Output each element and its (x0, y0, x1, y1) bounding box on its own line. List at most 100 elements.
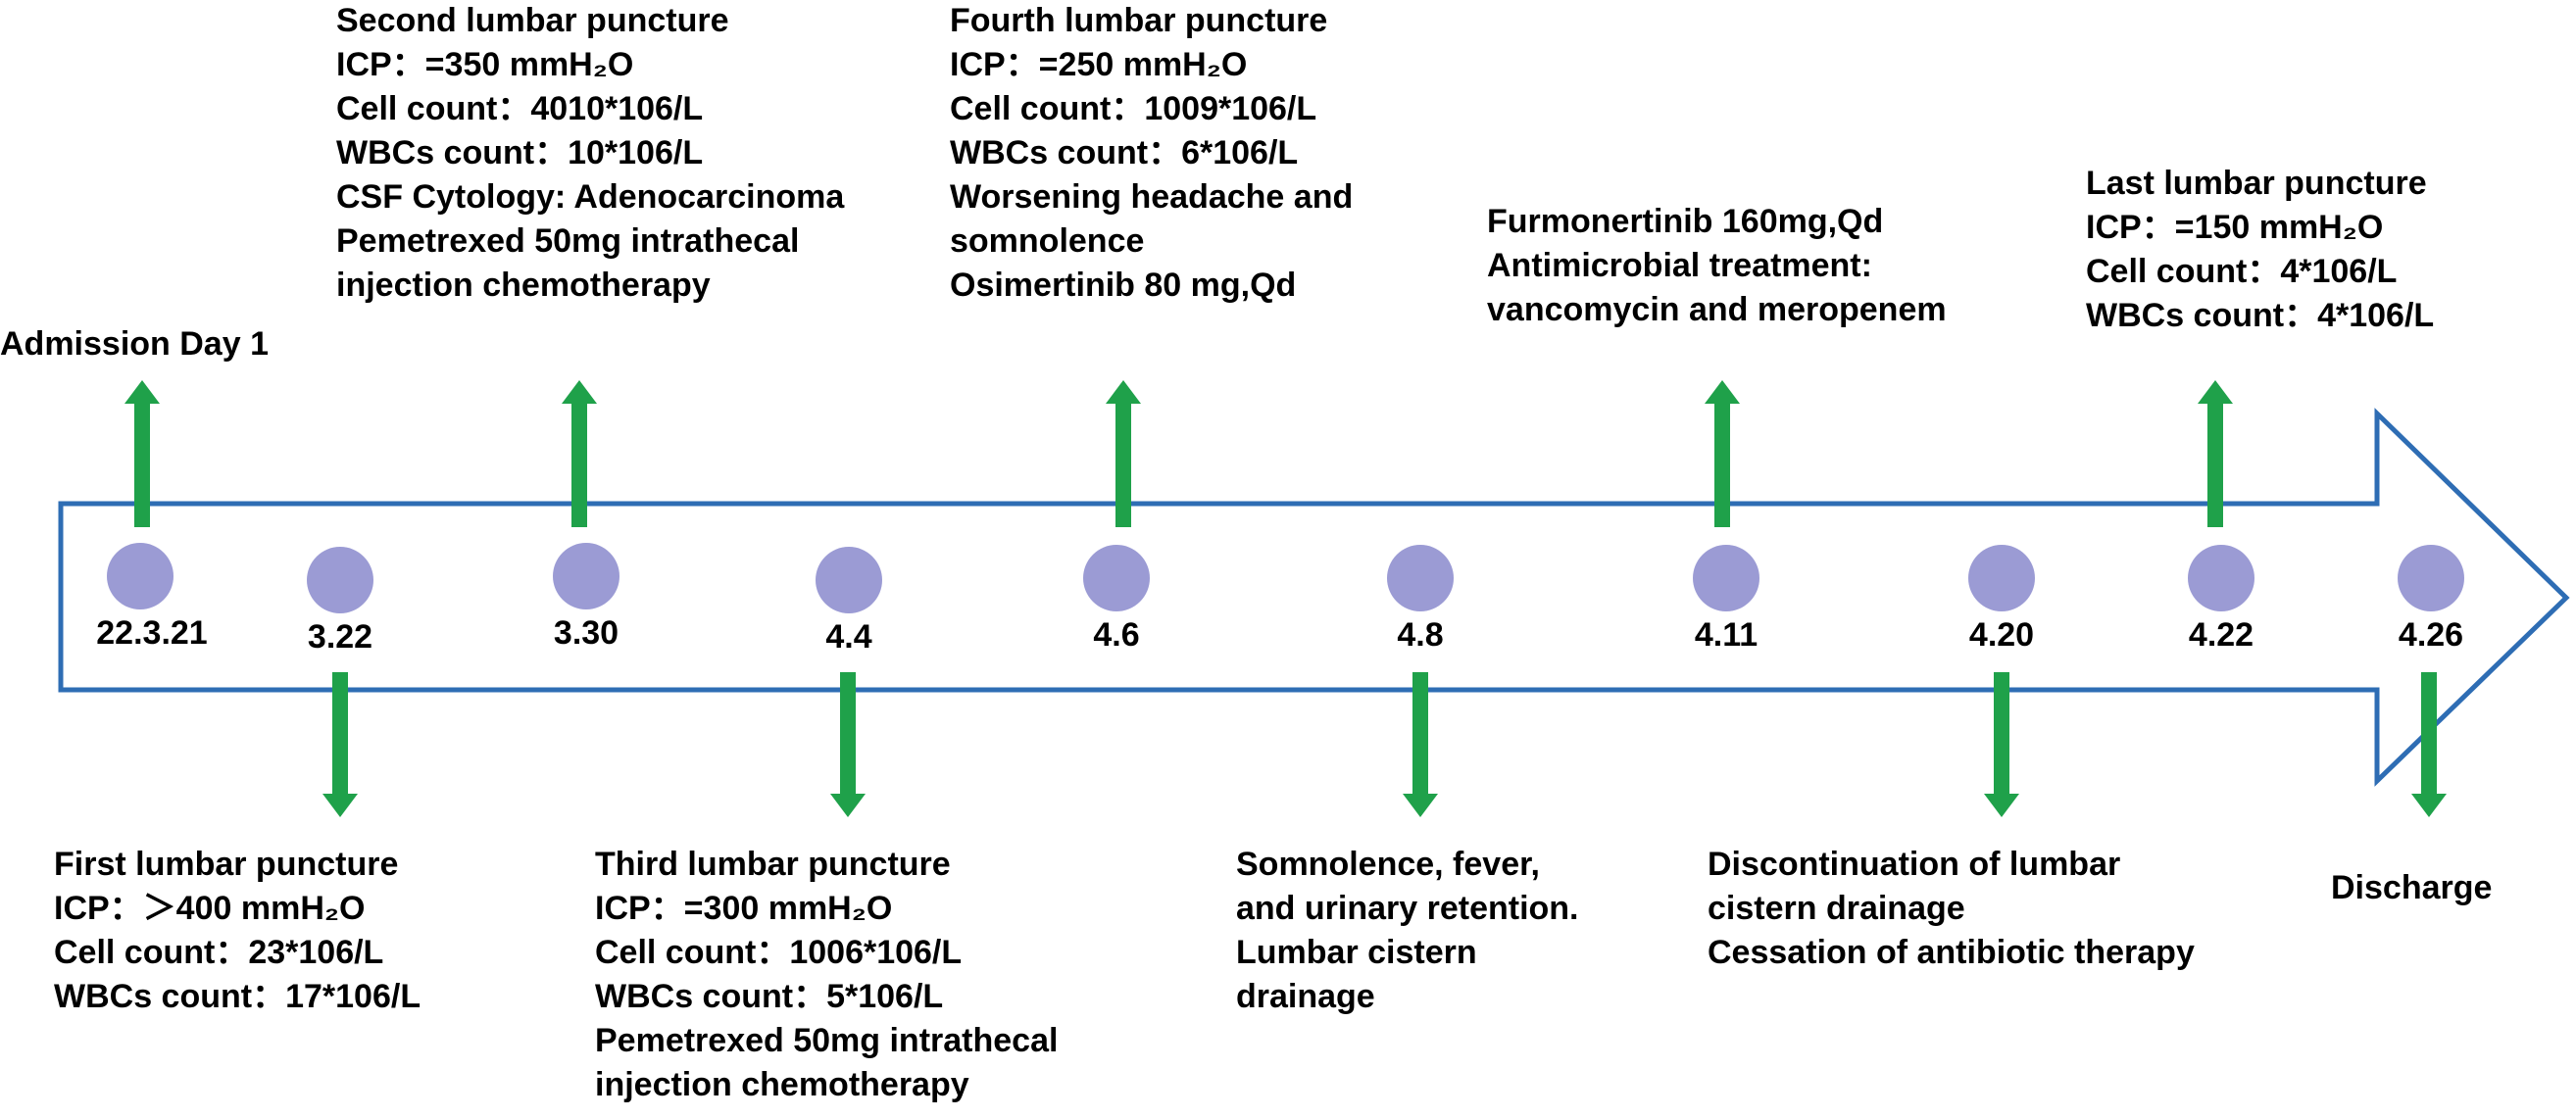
pointer-arrow-head (1403, 794, 1438, 817)
pointer-arrow-shaft (332, 672, 348, 796)
pointer-arrow-down (1403, 672, 1438, 817)
timeline-marker (307, 547, 373, 613)
date-label: 4.22 (2189, 616, 2254, 654)
annotation-line: Fourth lumbar puncture (950, 2, 1327, 39)
timeline-marker (1693, 545, 1759, 611)
annotation-line: Last lumbar puncture (2086, 165, 2427, 202)
event-annotation: Discharge (2331, 869, 2492, 906)
pointer-arrow-head (2411, 794, 2447, 817)
annotation-line: WBCs count：5*106/L (595, 978, 943, 1015)
pointer-arrow-up (2198, 380, 2233, 527)
pointer-arrow-up (1705, 380, 1740, 527)
pointer-arrow-head (2198, 380, 2233, 404)
annotation-line: ICP：＞400 mmH₂O (54, 890, 365, 927)
annotation-line: cistern drainage (1708, 890, 1965, 927)
annotation-line: Pemetrexed 50mg intrathecal (336, 222, 799, 260)
annotation-line: CSF Cytology: Adenocarcinoma (336, 178, 845, 216)
timeline-marker (2188, 545, 2254, 611)
pointer-arrow-shaft (1994, 672, 2009, 796)
annotation-line: Discontinuation of lumbar (1708, 846, 2120, 883)
pointer-arrow-shaft (134, 402, 150, 527)
annotation-line: ICP：=150 mmH₂O (2086, 209, 2383, 246)
pointer-arrow-shaft (1714, 402, 1730, 527)
pointer-arrow-head (830, 794, 866, 817)
timeline-marker (816, 547, 882, 613)
event-0: 22.3.21 Admission Day 1 (0, 325, 269, 652)
annotation-line: Worsening headache and (950, 178, 1353, 216)
date-label: 4.20 (1969, 616, 2034, 654)
pointer-arrow-head (1106, 380, 1141, 404)
pointer-arrow-head (1705, 380, 1740, 404)
annotation-line: ICP：=300 mmH₂O (595, 890, 892, 927)
pointer-arrow-shaft (571, 402, 587, 527)
date-label: 4.11 (1695, 616, 1758, 654)
annotation-line: Discharge (2331, 869, 2492, 906)
date-label: 4.6 (1093, 616, 1139, 654)
annotation-line: Somnolence, fever, (1236, 846, 1540, 883)
pointer-arrow-down (322, 672, 358, 817)
event-annotation: Discontinuation of lumbar cistern drainag… (1708, 846, 2195, 971)
annotation-line: Third lumbar puncture (595, 846, 951, 883)
pointer-arrow-shaft (1412, 672, 1428, 796)
pointer-arrow-shaft (840, 672, 856, 796)
date-label: 4.26 (2399, 616, 2463, 654)
annotation-line: Cessation of antibiotic therapy (1708, 934, 2195, 971)
annotation-line: WBCs count：4*106/L (2086, 297, 2434, 334)
pointer-arrow-head (124, 380, 160, 404)
pointer-arrow-head (562, 380, 597, 404)
pointer-arrow-shaft (2207, 402, 2223, 527)
annotation-line: Lumbar cistern (1236, 934, 1477, 971)
pointer-arrow-shaft (2421, 672, 2437, 796)
timeline-marker (1968, 545, 2035, 611)
annotation-line: Osimertinib 80 mg,Qd (950, 267, 1296, 304)
pointer-arrow-down (2411, 672, 2447, 817)
annotation-line: somnolence (950, 222, 1144, 260)
annotation-line: drainage (1236, 978, 1375, 1015)
pointer-arrow-down (830, 672, 866, 817)
event-annotation: Somnolence, fever,and urinary retention.… (1236, 846, 1579, 1015)
annotation-line: ICP：=250 mmH₂O (950, 46, 1247, 83)
date-label: 4.4 (825, 618, 871, 656)
pointer-arrow-up (562, 380, 597, 527)
annotation-line: ICP：=350 mmH₂O (336, 46, 633, 83)
timeline-marker (553, 543, 619, 609)
annotation-line: First lumbar puncture (54, 846, 398, 883)
annotation-line: Second lumbar puncture (336, 2, 729, 39)
annotation-line: Cell count：4010*106/L (336, 90, 703, 127)
pointer-arrow-down (1984, 672, 2019, 817)
annotation-line: Furmonertinib 160mg,Qd (1487, 203, 1883, 240)
pointer-arrow-head (1984, 794, 2019, 817)
pointer-arrow-up (1106, 380, 1141, 527)
timeline-marker (1387, 545, 1454, 611)
annotation-line: Cell count：1006*106/L (595, 934, 962, 971)
annotation-line: Pemetrexed 50mg intrathecal (595, 1022, 1058, 1059)
annotation-line: Cell count：4*106/L (2086, 253, 2397, 290)
timeline-marker (1083, 545, 1150, 611)
annotation-line: vancomycin and meropenem (1487, 291, 1947, 328)
annotation-line: Cell count：1009*106/L (950, 90, 1316, 127)
event-annotation: Admission Day 1 (0, 325, 269, 363)
timeline-marker (107, 543, 173, 609)
annotation-line: WBCs count：6*106/L (950, 134, 1298, 171)
annotation-line: injection chemotherapy (595, 1066, 969, 1103)
annotation-line: WBCs count：10*106/L (336, 134, 703, 171)
date-label: 3.22 (308, 618, 372, 656)
date-label: 4.8 (1397, 616, 1443, 654)
date-label: 22.3.21 (96, 614, 207, 652)
